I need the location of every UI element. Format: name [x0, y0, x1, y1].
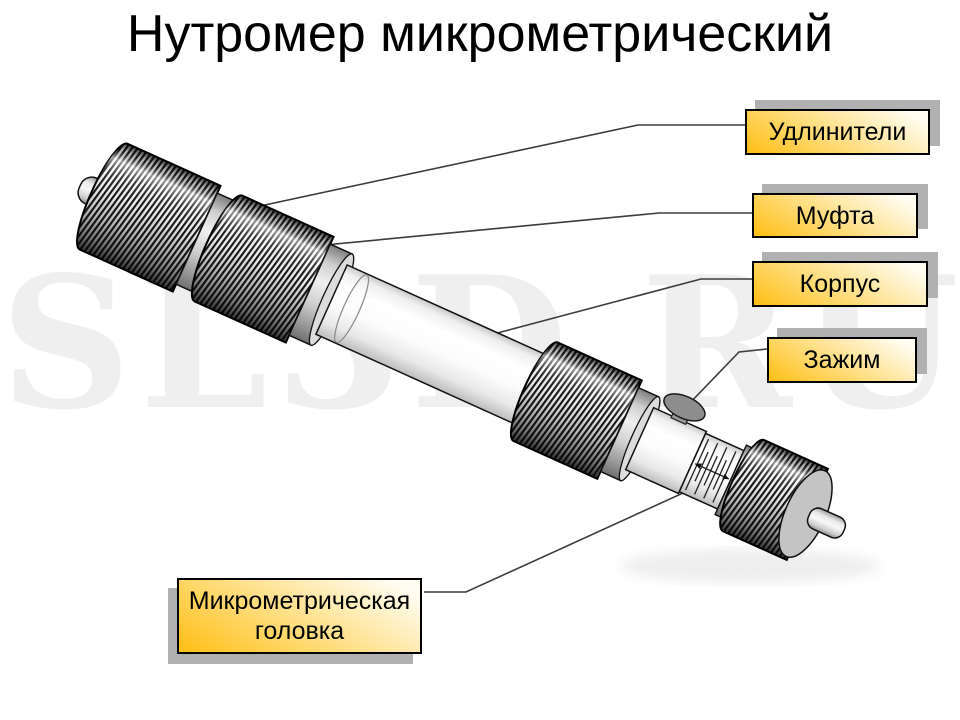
callout-line-head: [424, 487, 695, 593]
label-box-extensions: Удлинители: [745, 109, 930, 155]
tube-seam: [334, 274, 370, 344]
bore-gauge: [76, 142, 847, 562]
label-box-clamp: Зажим: [767, 337, 917, 383]
label-box-body: Корпус: [752, 261, 928, 307]
knurled-extension-2: [190, 194, 335, 344]
label-extensions: Удлинители: [768, 118, 907, 146]
scale-arrow-left: [695, 463, 702, 469]
scale-arrow-right: [722, 473, 729, 480]
knurled-extension-1: [76, 142, 222, 293]
body-tube: [314, 263, 553, 428]
soft-floor-shadow: [620, 549, 880, 583]
callout-line-coupling: [261, 212, 753, 252]
label-box-micrometric-head: Микрометрическая головка: [177, 578, 422, 654]
label-clamp: Зажим: [803, 346, 881, 374]
page-title: Нутромер микрометрический: [126, 5, 834, 63]
callout-lines: [189, 124, 768, 593]
label-body: Корпус: [799, 270, 881, 298]
clamp-knob: [663, 393, 706, 422]
callout-line-extensions: [189, 124, 745, 222]
label-coupling: Муфта: [795, 201, 875, 230]
label-box-coupling: Муфта: [752, 193, 918, 238]
measuring-tip-right: [806, 507, 847, 539]
callout-line-body: [436, 278, 752, 350]
knurled-lock-drum: [509, 341, 644, 481]
knurled-ratchet-drum: [719, 438, 830, 562]
callout-line-clamp: [685, 348, 768, 408]
head-neck: [624, 393, 708, 495]
label-micrometric-head: Микрометрическая головка: [188, 587, 411, 645]
